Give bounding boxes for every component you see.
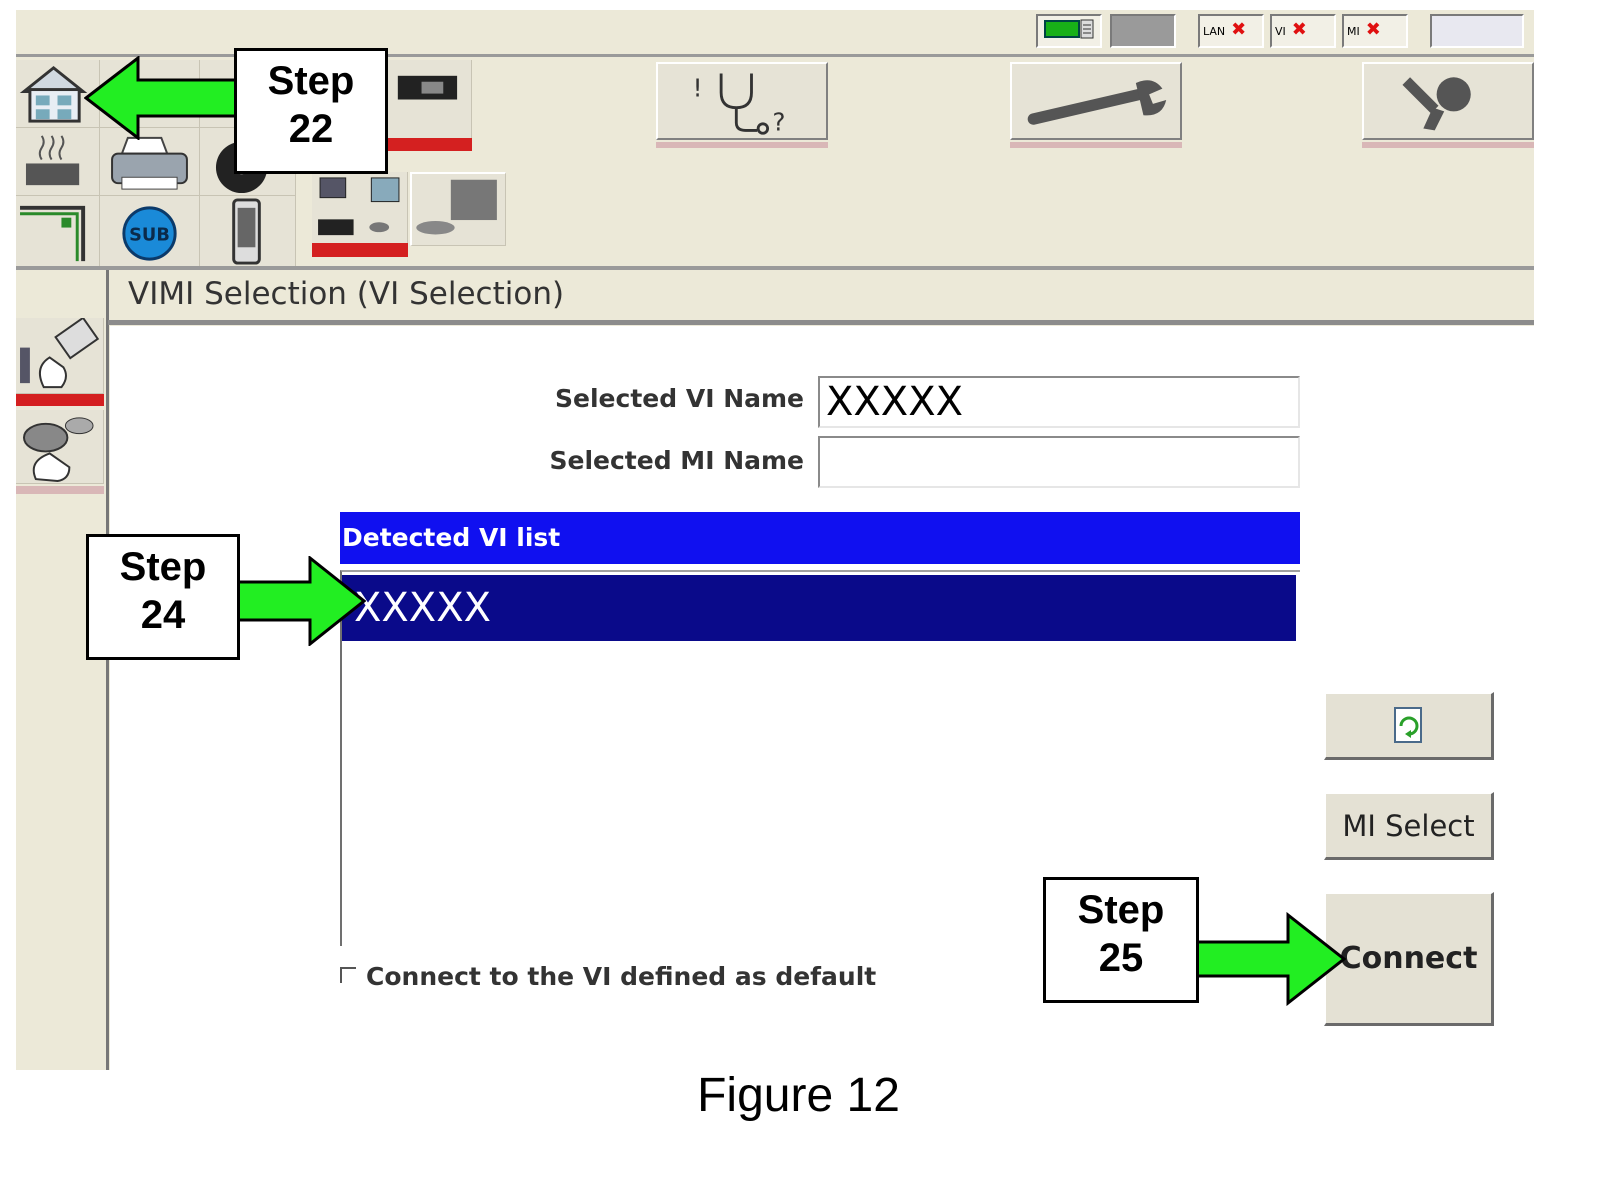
- step22-line2: 22: [288, 107, 334, 151]
- step24-callout: Step 24: [86, 534, 240, 660]
- diagnosis-stethoscope-icon: ! ?: [693, 73, 786, 136]
- printer-icon: [111, 136, 188, 190]
- display-check-button[interactable]: [410, 172, 506, 246]
- tools-icon: [1402, 77, 1471, 131]
- figure-caption: Figure 12: [697, 1069, 900, 1122]
- tools-button[interactable]: [1362, 62, 1534, 140]
- repair-button[interactable]: [1010, 62, 1182, 140]
- vimi-button[interactable]: [312, 172, 408, 246]
- default-vi-checkbox-label: Connect to the VI defined as default: [366, 962, 877, 991]
- step25-callout: Step 25: [1043, 877, 1199, 1003]
- refresh-button[interactable]: [1324, 692, 1494, 760]
- step24-arrow-icon: [238, 556, 366, 646]
- selected-vi-field: XXXXX: [818, 376, 1300, 428]
- sidebar-divider: [106, 270, 109, 1070]
- mouse-hand-icon: [23, 417, 94, 483]
- selected-mi-field: [818, 436, 1300, 488]
- svg-text:SUB: SUB: [129, 225, 170, 245]
- vi-battery-indicator-icon: [1044, 19, 1094, 39]
- phone-button[interactable]: [200, 196, 296, 268]
- checkbox-box[interactable]: [340, 967, 356, 983]
- window-button[interactable]: [16, 196, 100, 268]
- step25-line1: Step: [1077, 888, 1165, 932]
- svg-text:!: !: [693, 73, 703, 102]
- mi-select-button[interactable]: MI Select: [1324, 792, 1494, 860]
- hand-device-icon: [20, 318, 100, 389]
- phone-icon: [232, 198, 261, 265]
- diagnosis-button[interactable]: ! ?: [656, 62, 828, 140]
- active-marker: [16, 394, 104, 406]
- vi-error-icon: ✖: [1291, 19, 1307, 40]
- svg-text:?: ?: [772, 107, 785, 136]
- list-item[interactable]: XXXXX: [342, 575, 1296, 641]
- sub-button[interactable]: SUB: [100, 196, 200, 268]
- button-underline: [16, 486, 104, 494]
- home-icon: [19, 65, 88, 123]
- window-icon: [20, 205, 86, 262]
- vi-status-indicator: VI ✖: [1270, 14, 1336, 48]
- page-title: VIMI Selection (VI Selection): [128, 276, 565, 312]
- step24-line2: 24: [140, 593, 186, 637]
- mi-error-icon: ✖: [1365, 19, 1381, 40]
- heater-icon: [25, 135, 80, 186]
- step22-callout: Step 22: [234, 48, 388, 174]
- active-marker: [312, 243, 408, 257]
- step22-arrow-icon: [84, 56, 248, 140]
- button-underline: [656, 142, 828, 148]
- ecu-icon: [397, 75, 458, 100]
- refresh-icon: [1393, 707, 1422, 743]
- vi-battery-indicator: [1036, 14, 1102, 48]
- button-underline: [1010, 142, 1182, 148]
- sidebar-connection-button[interactable]: [16, 318, 104, 394]
- step25-line2: 25: [1098, 936, 1144, 980]
- heater-button[interactable]: [16, 128, 100, 196]
- step25-arrow-icon: [1196, 912, 1346, 1006]
- detected-vi-list-header: Detected VI list: [340, 512, 1300, 564]
- lan-error-icon: ✖: [1231, 19, 1247, 40]
- printer-button[interactable]: [100, 128, 200, 196]
- ecu-button[interactable]: [378, 60, 472, 142]
- step24-line1: Step: [119, 545, 207, 589]
- vimi-computer-icon: [318, 177, 400, 236]
- toolbar-bottom-rule: [16, 266, 1534, 270]
- default-vi-checkbox[interactable]: Connect to the VI defined as default: [340, 962, 876, 991]
- selected-vi-value: XXXXX: [826, 379, 964, 425]
- connect-button[interactable]: Connect: [1324, 892, 1494, 1026]
- lan-status-label: LAN: [1203, 25, 1226, 38]
- active-marker: [378, 138, 472, 151]
- lan-status-indicator: LAN ✖: [1198, 14, 1264, 48]
- sidebar-mouse-button[interactable]: [16, 410, 104, 484]
- vi-status-label: VI: [1275, 25, 1286, 38]
- selected-mi-label: Selected MI Name: [549, 446, 805, 475]
- title-rule: [108, 320, 1534, 325]
- blank-indicator: [1110, 14, 1176, 48]
- toolbar-divider: [16, 54, 1534, 57]
- sub-icon: SUB: [122, 206, 177, 261]
- display-check-icon: [416, 179, 497, 235]
- mi-status-label: MI: [1347, 25, 1360, 38]
- mi-status-indicator: MI ✖: [1342, 14, 1408, 48]
- wrench-icon: [1027, 80, 1167, 125]
- blank-indicator: [1430, 14, 1524, 48]
- selected-vi-label: Selected VI Name: [555, 384, 804, 413]
- step22-line1: Step: [267, 59, 355, 103]
- button-underline: [1362, 142, 1534, 148]
